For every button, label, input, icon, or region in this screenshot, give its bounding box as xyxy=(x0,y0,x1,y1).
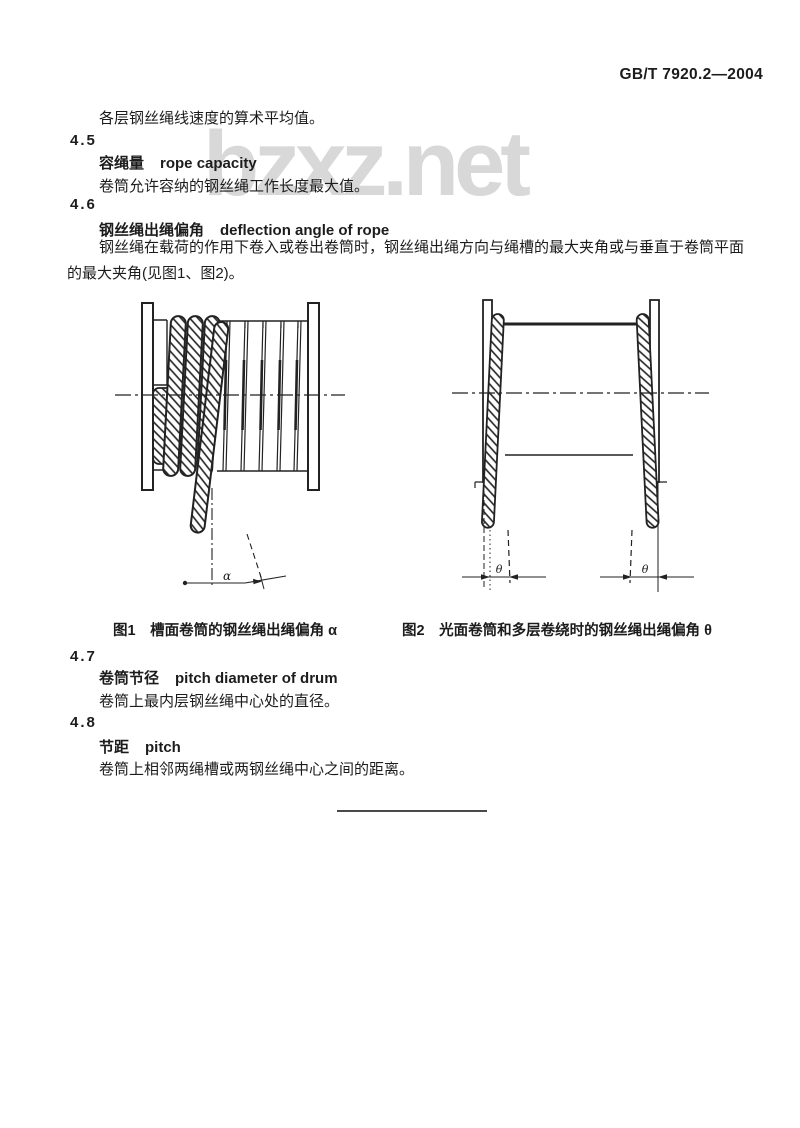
term-rope-capacity-cn: 容绳量 xyxy=(99,155,145,172)
figure-1-caption: 图1 槽面卷筒的钢丝绳出绳偏角 α xyxy=(113,623,338,639)
section-4-7-number: 4.7 xyxy=(70,648,97,665)
dimension-arrow xyxy=(253,578,262,585)
term-deflection-angle-en: deflection angle of rope xyxy=(220,222,390,239)
term-deflection-angle-cn: 钢丝绳出绳偏角 xyxy=(99,222,205,239)
term-rope-capacity: 容绳量 rope capacity xyxy=(99,151,257,176)
definition-rope-capacity: 卷筒允许容纳的钢丝绳工作长度最大值。 xyxy=(99,178,370,195)
left-rope xyxy=(481,313,505,529)
standard-code-header: GB/T 7920.2—2004 xyxy=(619,66,763,83)
end-of-text-rule xyxy=(337,810,487,812)
term-pitch: 节距 pitch xyxy=(99,735,181,760)
figure-2-caption: 图2 光面卷筒和多层卷绕时的钢丝绳出绳偏角 θ xyxy=(402,623,712,639)
angle-annotation-alpha xyxy=(185,488,287,590)
figure2-angle-label-right: θ xyxy=(642,563,649,576)
drum-structure xyxy=(115,302,345,590)
watermark-text: bzxz.net xyxy=(203,113,531,215)
right-flange xyxy=(307,302,320,491)
term-pitch-cn: 节距 xyxy=(99,739,130,756)
section-4-8-number: 4.8 xyxy=(70,714,97,731)
figure1-angle-label: α xyxy=(223,569,231,583)
definition-deflection-angle: 钢丝绳在载荷的作用下卷入或卷出卷筒时，钢丝绳出绳方向与绳槽的最大夹角或与垂直于卷… xyxy=(67,239,745,282)
definition-pitch-diameter: 卷筒上最内层钢丝绳中心处的直径。 xyxy=(99,693,340,710)
angle-annotation-theta-left xyxy=(462,574,546,580)
term-pitch-diameter-en: pitch diameter of drum xyxy=(175,670,338,687)
figure2-angle-label-left: θ xyxy=(496,563,503,576)
figure-1-grooved-drum-diagram: α xyxy=(115,302,345,590)
term-pitch-diameter-cn: 卷筒节径 xyxy=(99,670,160,687)
definition-pitch: 卷筒上相邻两绳槽或两钢丝绳中心之间的距离。 xyxy=(99,761,415,778)
left-flange xyxy=(141,302,154,491)
section-4-6-number: 4.6 xyxy=(70,196,97,213)
angle-annotation-theta-right xyxy=(600,574,694,580)
term-deflection-angle: 钢丝绳出绳偏角 deflection angle of rope xyxy=(99,218,389,243)
term-rope-capacity-en: rope capacity xyxy=(160,155,257,172)
exiting-rope xyxy=(189,320,230,534)
figure-2-smooth-drum-diagram: θ θ xyxy=(452,299,709,592)
section-4-5-number: 4.5 xyxy=(70,132,97,149)
rope-extension-lines xyxy=(507,529,633,584)
term-pitch-en: pitch xyxy=(145,739,181,756)
right-rope xyxy=(635,313,660,529)
drum-structure xyxy=(452,299,709,592)
intro-definition-line: 各层钢丝绳线速度的算术平均值。 xyxy=(99,110,325,127)
term-pitch-diameter: 卷筒节径 pitch diameter of drum xyxy=(99,666,338,691)
